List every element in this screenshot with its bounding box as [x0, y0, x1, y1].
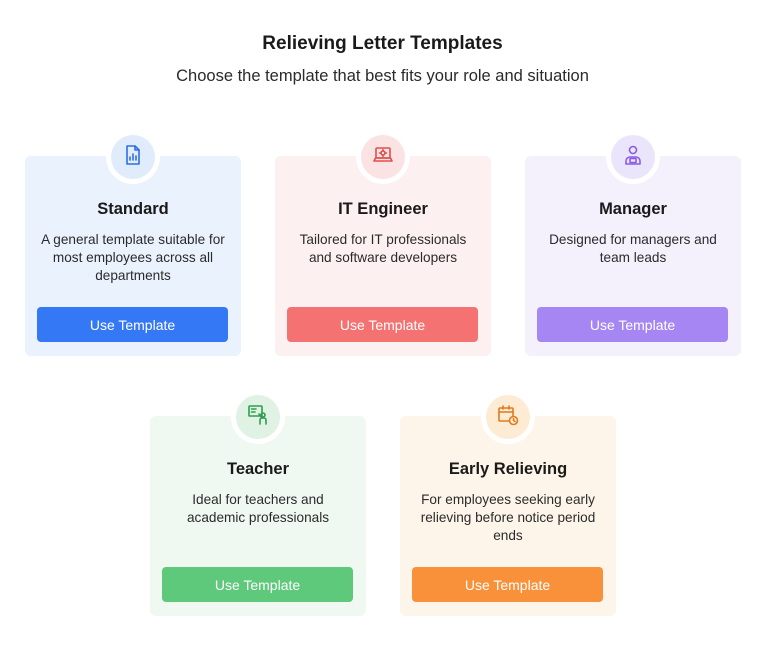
card-description: Ideal for teachers and academic professi…: [186, 492, 330, 525]
card-title: IT Engineer: [338, 200, 428, 218]
card-description: Designed for managers and team leads: [549, 232, 717, 265]
manager-person-icon: [621, 143, 645, 172]
template-card-early-relieving: Early Relieving For employees seeking ea…: [400, 390, 616, 616]
use-template-button-standard[interactable]: Use Template: [37, 307, 228, 342]
card-description: A general template suitable for most emp…: [41, 232, 225, 283]
card-description: For employees seeking early relieving be…: [420, 492, 596, 543]
card-description: Tailored for IT professionals and softwa…: [299, 232, 467, 265]
use-template-button-it-engineer[interactable]: Use Template: [287, 307, 478, 342]
teacher-board-icon: [246, 403, 270, 432]
page-title: Relieving Letter Templates: [262, 33, 503, 54]
template-card-it-engineer: IT Engineer Tailored for IT professional…: [275, 130, 491, 356]
card-title: Manager: [599, 200, 667, 218]
card-title: Standard: [97, 200, 169, 218]
use-template-button-manager[interactable]: Use Template: [537, 307, 728, 342]
use-template-button-teacher[interactable]: Use Template: [162, 567, 353, 602]
card-title: Teacher: [226, 460, 290, 478]
calendar-clock-icon: [496, 403, 520, 432]
use-template-button-early-relieving[interactable]: Use Template: [412, 567, 603, 602]
laptop-gear-icon: [371, 143, 395, 172]
card-title: Early Relieving: [448, 460, 568, 478]
card-icon-badge: [606, 130, 660, 184]
document-chart-icon: [121, 143, 145, 172]
card-icon-badge: [106, 130, 160, 184]
template-card-manager: Manager Designed for managers and team l…: [525, 130, 741, 356]
card-icon-badge: [481, 390, 535, 444]
page-subtitle: Choose the template that best fits your …: [176, 67, 589, 85]
card-icon-badge: [356, 130, 410, 184]
template-card-teacher: Teacher Ideal for teachers and academic …: [150, 390, 366, 616]
template-card-standard: Standard A general template suitable for…: [25, 130, 241, 356]
card-icon-badge: [231, 390, 285, 444]
